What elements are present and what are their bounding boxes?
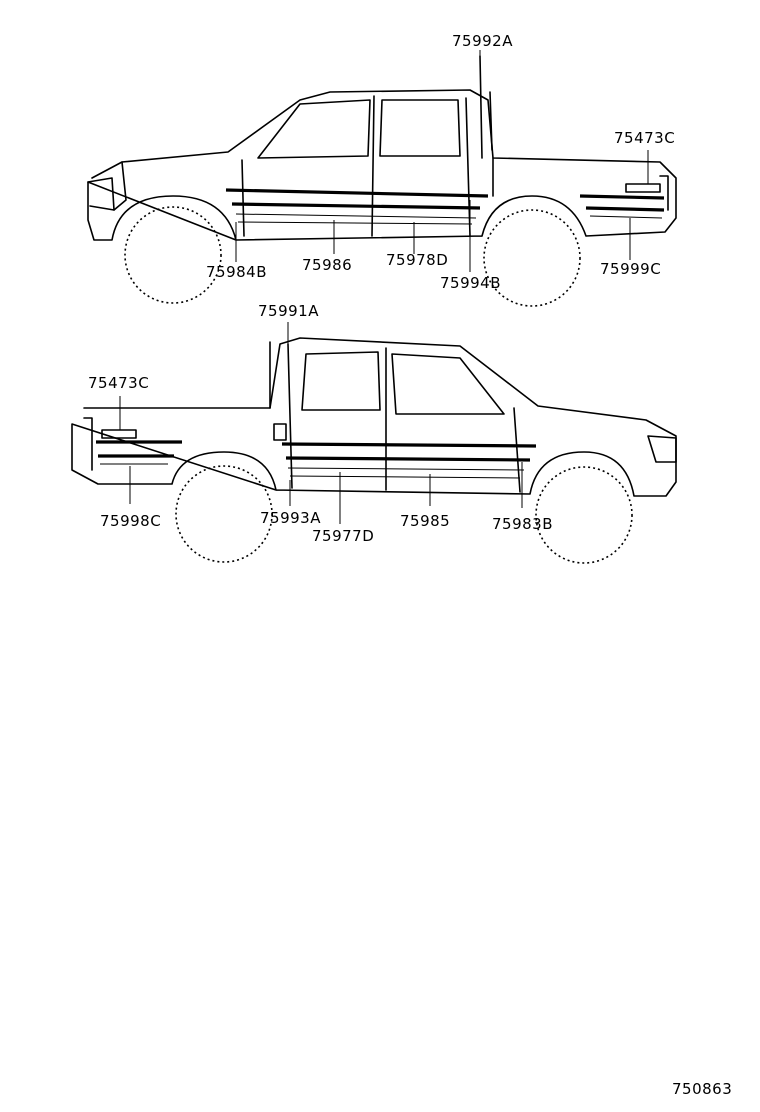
top-door-divider <box>371 95 375 237</box>
top-emblem <box>625 183 661 193</box>
bottom-front-door-edge <box>513 407 521 493</box>
label-75999C: 75999C <box>600 260 662 278</box>
top-stripe-2 <box>231 202 481 210</box>
top-rear-window <box>379 99 461 157</box>
top-stripe-4 <box>237 221 473 225</box>
bottom-front-wheel <box>535 466 633 564</box>
label-75985: 75985 <box>400 512 451 530</box>
bottom-rear-door-edge <box>287 343 293 489</box>
top-truck-drawing <box>87 50 677 307</box>
bottom-fuel-door <box>273 423 287 441</box>
label-75978D: 75978D <box>386 251 449 269</box>
bottom-truck-drawing <box>71 322 677 564</box>
bottom-rear-wheel <box>175 465 273 563</box>
top-rear-stripe-1 <box>579 194 665 200</box>
bottom-headlight <box>647 435 677 463</box>
top-fender-line <box>113 161 127 211</box>
label-75991A: 75991A <box>258 302 319 320</box>
top-stripe-3 <box>235 213 477 219</box>
label-75473C-top: 75473C <box>614 129 676 147</box>
label-75993A: 75993A <box>260 509 321 527</box>
label-75994B: 75994B <box>440 274 502 292</box>
bottom-stripe-4 <box>289 475 521 479</box>
label-75977D: 75977D <box>312 527 375 545</box>
label-75473C-bottom: 75473C <box>88 374 150 392</box>
top-rear-stripe-3 <box>589 215 663 219</box>
label-75998C: 75998C <box>100 512 162 530</box>
top-front-door-edge <box>241 159 245 237</box>
bottom-stripe-1 <box>281 442 537 448</box>
label-75983B: 75983B <box>492 515 554 533</box>
bottom-tailgate <box>83 417 93 471</box>
top-stripe-1 <box>225 188 489 198</box>
bottom-rear-window <box>301 351 381 411</box>
label-75984B: 75984B <box>206 263 268 281</box>
top-rear-stripe-2 <box>585 206 665 212</box>
top-headlight <box>87 177 115 211</box>
bottom-emblem <box>101 429 137 439</box>
bottom-front-window <box>391 353 505 415</box>
top-tailgate <box>659 175 669 211</box>
label-75992A: 75992A <box>452 32 513 50</box>
top-rear-door-edge <box>465 97 471 237</box>
label-75986: 75986 <box>302 256 353 274</box>
top-pillar <box>489 91 493 151</box>
bottom-body-outline <box>71 337 677 497</box>
diagram-code: 750863 <box>672 1080 733 1098</box>
bottom-stripe-3 <box>287 467 525 471</box>
top-body-outline <box>87 89 677 241</box>
top-antenna <box>479 55 483 159</box>
top-front-wheel <box>124 206 222 304</box>
bottom-stripe-2 <box>285 456 531 462</box>
top-rear-wheel <box>483 209 581 307</box>
top-front-window <box>257 99 371 159</box>
